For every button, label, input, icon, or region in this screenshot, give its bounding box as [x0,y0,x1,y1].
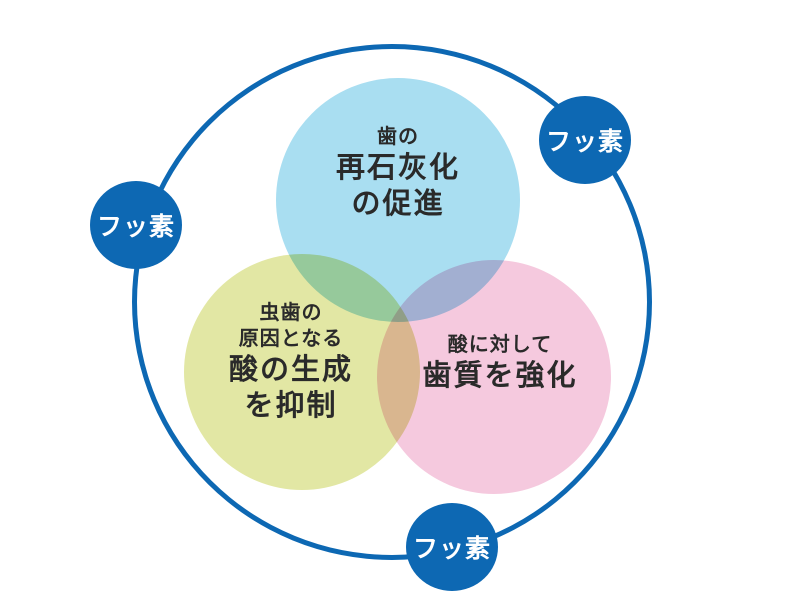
strengthen-enamel-label-line2: 歯質を強化 [422,360,578,392]
fluoride-badge-bottom: フッ素 [406,503,498,591]
fluoride-badge-top-right-label: フッ素 [545,128,624,156]
acid-suppression-label-line3: 酸の生成 [228,354,354,386]
acid-suppression-label-line2: 原因となる [238,328,344,350]
remineralization-label: 歯の 再石灰化 の促進 [336,124,460,222]
acid-suppression-label-line4: を抑制 [244,390,338,422]
remineralization-label-line1: 歯の [376,126,419,148]
fluoride-badge-bottom-label: フッ素 [412,535,491,563]
fluoride-badge-left: フッ素 [90,181,182,269]
remineralization-label-line2: 再石灰化 [335,152,461,184]
circle-strengthen-enamel [377,260,611,494]
fluoride-badge-top-right: フッ素 [539,96,631,184]
remineralization-label-line3: の促進 [351,188,445,220]
strengthen-enamel-label-line1: 酸に対して [447,334,553,356]
fluoride-badge-left-label: フッ素 [96,213,175,241]
outer-ring-circle [132,44,652,560]
acid-suppression-label: 虫歯の 原因となる 酸の生成 を抑制 [229,300,353,424]
acid-suppression-label-line1: 虫歯の [259,302,323,324]
strengthen-enamel-label: 酸に対して 歯質を強化 [422,332,577,394]
